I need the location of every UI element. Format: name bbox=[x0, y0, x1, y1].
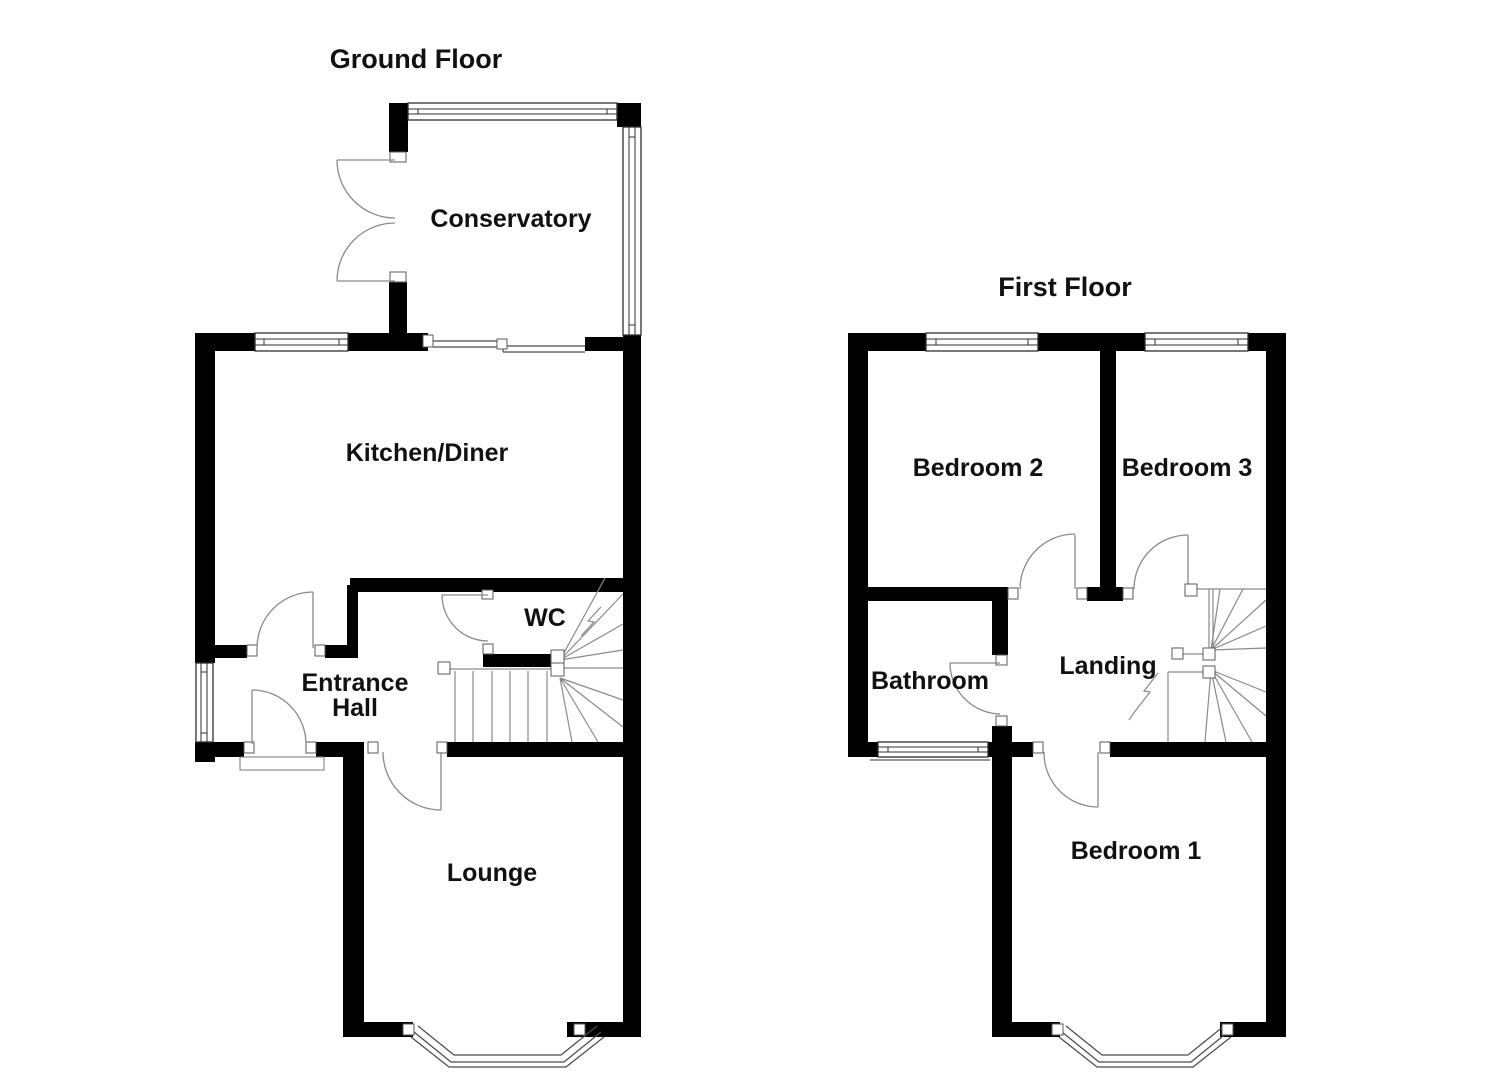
bedroom1-bay-window bbox=[1051, 1023, 1234, 1068]
floor-title-first: First Floor bbox=[998, 272, 1132, 302]
room-label-bedroom1: Bedroom 1 bbox=[1071, 837, 1202, 865]
first-floor-plan: First Floor bbox=[848, 272, 1286, 1068]
kitchen-window bbox=[254, 332, 349, 352]
room-label-bathroom: Bathroom bbox=[871, 667, 989, 695]
bathroom-door bbox=[949, 662, 1001, 715]
lounge-door bbox=[382, 751, 442, 811]
bedroom1-door bbox=[1043, 751, 1099, 808]
porch-step bbox=[239, 756, 325, 771]
bathroom-window bbox=[870, 741, 990, 761]
ground-floor-staircase bbox=[437, 577, 624, 743]
floor-title-ground: Ground Floor bbox=[330, 44, 503, 74]
kitchen-conservatory-opening bbox=[422, 334, 585, 353]
room-label-conservatory: Conservatory bbox=[430, 205, 591, 233]
conservatory-french-doors bbox=[336, 159, 396, 282]
conservatory-side-window bbox=[622, 126, 642, 336]
bedroom3-door bbox=[1133, 534, 1189, 590]
room-label-entrance-hall-line1: Entrance bbox=[302, 669, 409, 697]
conservatory-top-window bbox=[407, 102, 618, 121]
first-floor-staircase bbox=[1128, 583, 1267, 743]
bedroom2-window bbox=[925, 332, 1039, 352]
front-door bbox=[239, 689, 325, 771]
first-floor-door-jambs bbox=[995, 587, 1134, 754]
room-label-entrance-hall-line2: Hall bbox=[332, 694, 378, 722]
ground-floor-walls bbox=[195, 103, 641, 1037]
room-label-bedroom2: Bedroom 2 bbox=[913, 454, 1044, 482]
lounge-bay-window bbox=[402, 1023, 605, 1068]
room-label-kitchen-diner: Kitchen/Diner bbox=[346, 439, 509, 467]
bedroom3-window bbox=[1144, 332, 1249, 352]
room-label-bedroom3: Bedroom 3 bbox=[1122, 454, 1253, 482]
first-floor-walls bbox=[848, 333, 1286, 1037]
room-label-lounge: Lounge bbox=[447, 859, 537, 887]
room-label-wc: WC bbox=[524, 604, 566, 632]
hall-window bbox=[195, 662, 214, 743]
bedroom2-door bbox=[1019, 533, 1076, 590]
room-label-landing: Landing bbox=[1059, 652, 1156, 680]
kitchen-door bbox=[256, 591, 314, 649]
ground-floor-plan: Ground Floor bbox=[195, 44, 642, 1068]
wc-door bbox=[441, 594, 489, 642]
